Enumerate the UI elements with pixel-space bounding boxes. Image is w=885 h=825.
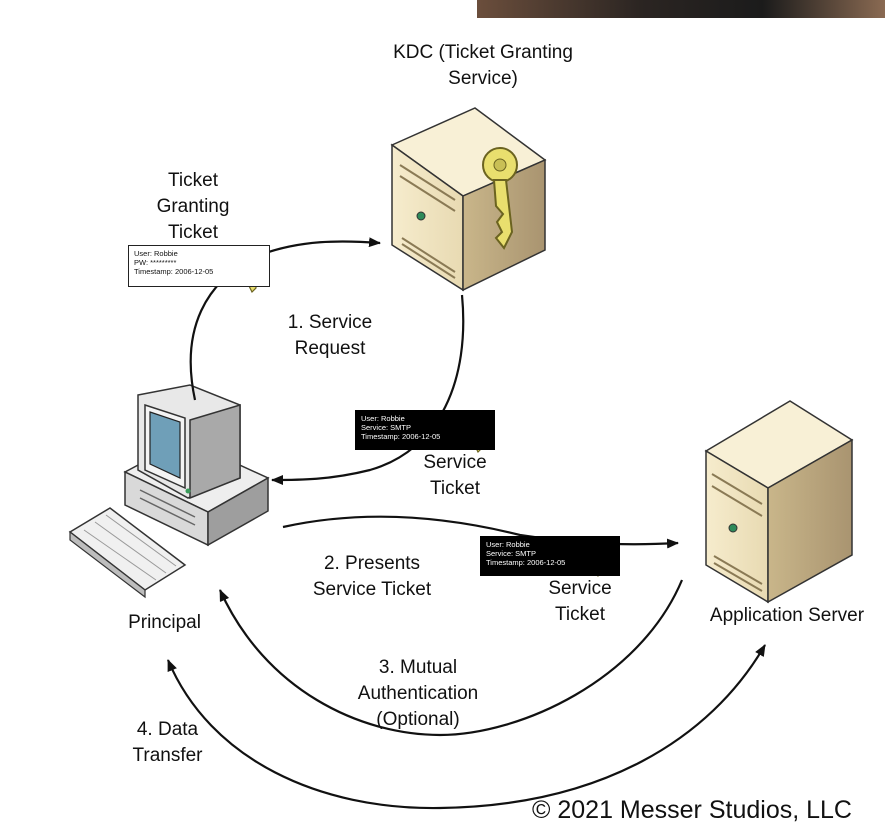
- arrow-kdc-to-principal: [271, 294, 465, 485]
- ticket-service: Service: SMTP: [486, 549, 537, 558]
- service-ticket-1-label: Service Ticket: [405, 450, 505, 502]
- principal-label: Principal: [128, 612, 201, 633]
- application-server-label: Application Server: [709, 605, 865, 626]
- service-ticket-2: User: Robbie Service: SMTP Timestamp: 20…: [480, 536, 620, 576]
- step3-label-line1: 3. Mutual: [378, 657, 458, 678]
- kdc-label: KDC (Ticket Granting Service): [368, 40, 598, 92]
- arrow-principal-to-server: [282, 515, 679, 549]
- kdc-label-line2: Service): [448, 68, 518, 89]
- step3-label-line3: (Optional): [376, 709, 460, 730]
- step3-label: 3. Mutual Authentication (Optional): [338, 655, 498, 733]
- service-ticket-1-label-line2: Ticket: [430, 478, 480, 499]
- copyright-text: © 2021 Messer Studios, LLC: [532, 796, 852, 824]
- principal-computer-icon: [123, 384, 270, 547]
- ticket-timestamp: Timestamp: 2006-12-05: [134, 267, 214, 276]
- step1-label: 1. Service Request: [270, 310, 390, 362]
- keyboard-icon: [68, 507, 187, 599]
- ticket-timestamp: Timestamp: 2006-12-05: [361, 432, 441, 441]
- step1-label-line1: 1. Service: [287, 312, 373, 333]
- tgt-label-line2: Granting: [156, 196, 230, 217]
- step2-label: 2. Presents Service Ticket: [293, 551, 451, 603]
- step1-label-line2: Request: [294, 338, 366, 359]
- service-ticket-2-label-line1: Service: [548, 578, 612, 599]
- ticket-user: User: Robbie: [361, 414, 405, 423]
- ticket-timestamp: Timestamp: 2006-12-05: [486, 558, 566, 567]
- step4-label-line1: 4. Data: [136, 719, 199, 740]
- tgt-label-line3: Ticket: [168, 222, 218, 243]
- ticket-pw: PW: *********: [134, 258, 177, 267]
- service-ticket-1-label-line1: Service: [423, 452, 487, 473]
- kdc-key-icon: [482, 147, 518, 250]
- step2-label-line1: 2. Presents: [323, 553, 421, 574]
- ticket-user: User: Robbie: [134, 249, 178, 258]
- kdc-label-line1: KDC (Ticket Granting: [393, 42, 573, 63]
- service-ticket-2-label-line2: Ticket: [555, 604, 605, 625]
- service-ticket-2-label: Service Ticket: [530, 576, 630, 628]
- step2-label-line2: Service Ticket: [312, 579, 432, 600]
- video-frame-strip: [477, 0, 885, 18]
- tgt-label: Ticket Granting Ticket: [138, 168, 248, 246]
- arrow-data-transfer: [166, 644, 766, 810]
- step4-label-line2: Transfer: [132, 745, 203, 766]
- service-ticket-1: User: Robbie Service: SMTP Timestamp: 20…: [355, 410, 495, 450]
- tgt-label-line1: Ticket: [168, 170, 218, 191]
- tgt-ticket: User: Robbie PW: ********* Timestamp: 20…: [128, 245, 270, 287]
- ticket-service: Service: SMTP: [361, 423, 412, 432]
- step4-label: 4. Data Transfer: [115, 717, 220, 769]
- step3-label-line2: Authentication: [357, 683, 479, 704]
- kdc-server-icon: [390, 107, 547, 292]
- application-server-icon: [704, 400, 854, 604]
- ticket-user: User: Robbie: [486, 540, 530, 549]
